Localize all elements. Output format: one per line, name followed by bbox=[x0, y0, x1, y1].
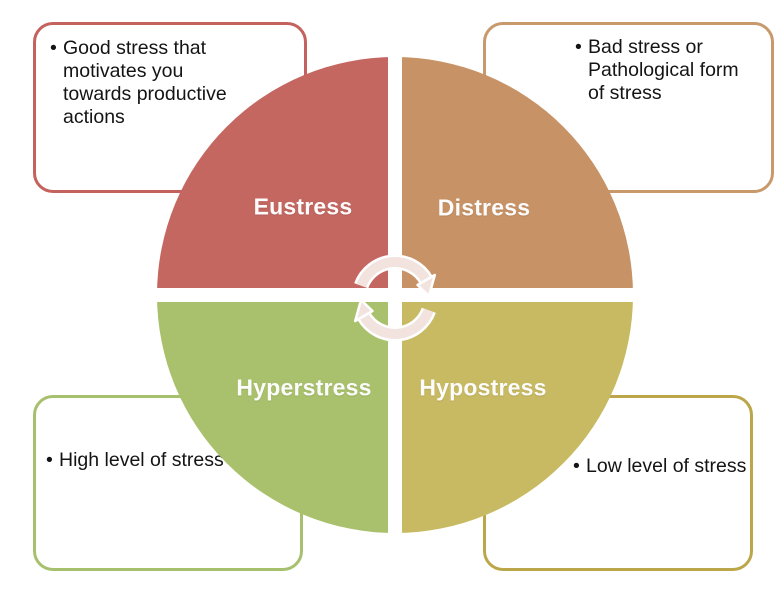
callout-line: motivates you bbox=[63, 60, 184, 82]
bullet-icon: • bbox=[46, 449, 53, 471]
label-hypostress: Hypostress bbox=[419, 374, 547, 401]
bullet-icon: • bbox=[575, 36, 582, 58]
callout-line: actions bbox=[63, 106, 125, 128]
callout-line: Bad stress or bbox=[588, 36, 703, 58]
label-eustress: Eustress bbox=[253, 193, 353, 220]
label-distress: Distress bbox=[437, 194, 531, 221]
stress-cycle-circle bbox=[157, 57, 633, 533]
quadrant-distress bbox=[402, 57, 633, 288]
cycle-arrows-icon bbox=[353, 254, 437, 342]
callout-line: Good stress that bbox=[63, 37, 207, 59]
quadrant-eustress bbox=[157, 57, 388, 288]
bullet-icon: • bbox=[50, 37, 57, 59]
quadrant-hyperstress bbox=[157, 302, 388, 533]
quadrant-hypostress bbox=[402, 302, 633, 533]
label-hyperstress: Hyperstress bbox=[236, 374, 372, 401]
